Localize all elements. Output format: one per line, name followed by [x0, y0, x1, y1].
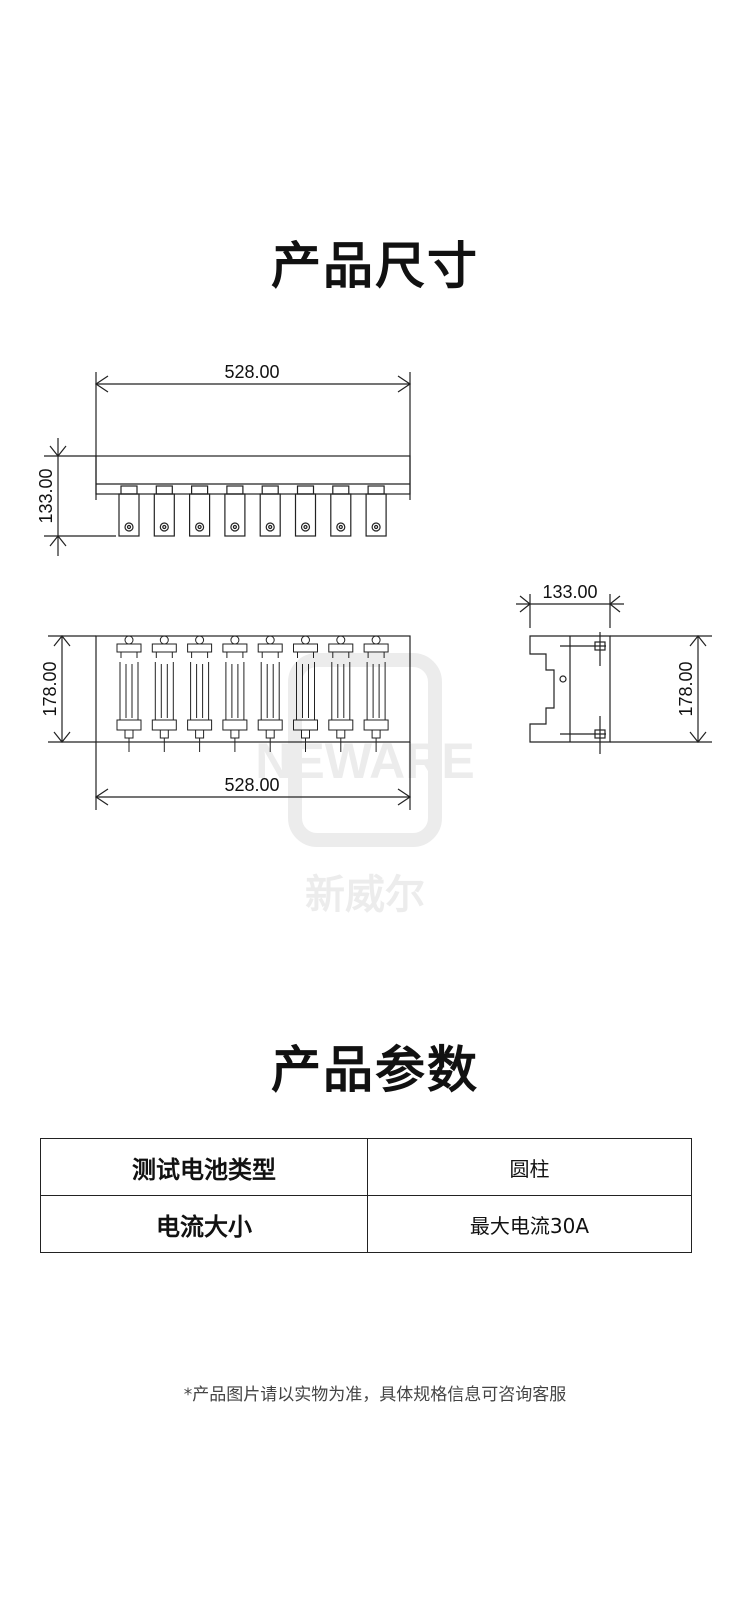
- top-width-label: 528.00: [224, 362, 279, 382]
- table-row: 电流大小 最大电流30A: [40, 1195, 692, 1253]
- top-terminal-block: [294, 485, 317, 537]
- side-height-label: 178.00: [676, 661, 696, 716]
- top-terminal-block: [330, 485, 352, 537]
- front-channel: [187, 635, 213, 752]
- top-terminal-block: [224, 485, 246, 537]
- front-channels: [116, 635, 389, 752]
- front-channel: [222, 635, 248, 752]
- front-height-label: 178.00: [40, 661, 60, 716]
- dimensions-title: 产品尺寸: [271, 237, 479, 295]
- parameters-title: 产品参数: [271, 1041, 479, 1099]
- front-channel: [293, 635, 318, 752]
- front-width-label: 528.00: [224, 775, 279, 795]
- param-label: 电流大小: [40, 1195, 368, 1253]
- front-channel: [257, 635, 283, 752]
- footnote: *产品图片请以实物为准，具体规格信息可咨询客服: [183, 1385, 567, 1405]
- top-terminal-block: [153, 485, 175, 537]
- side-width-label: 133.00: [542, 582, 597, 602]
- front-channel: [328, 635, 354, 752]
- top-view: [44, 372, 412, 556]
- parameters-table: 测试电池类型 圆柱 电流大小 最大电流30A: [40, 1138, 692, 1253]
- param-value: 最大电流30A: [367, 1195, 692, 1253]
- top-height-label: 133.00: [36, 468, 56, 523]
- top-terminal-block: [118, 485, 140, 537]
- side-view: [516, 594, 712, 754]
- table-row: 测试电池类型 圆柱: [40, 1138, 692, 1196]
- front-channel: [363, 635, 389, 752]
- dimension-drawing: NEWARE 新威尔 528.00 133.00 178.00 528.00: [36, 362, 712, 918]
- top-terminal-block: [259, 485, 281, 537]
- neware-watermark: NEWARE 新威尔: [255, 653, 475, 918]
- front-view: [48, 635, 412, 810]
- top-blocks: [118, 485, 387, 537]
- front-channel: [151, 635, 177, 752]
- watermark-subtitle: 新威尔: [305, 872, 425, 918]
- top-terminal-block: [189, 485, 211, 537]
- top-terminal-block: [365, 485, 387, 537]
- param-label: 测试电池类型: [40, 1138, 368, 1196]
- front-channel: [116, 635, 142, 752]
- param-value: 圆柱: [367, 1138, 692, 1196]
